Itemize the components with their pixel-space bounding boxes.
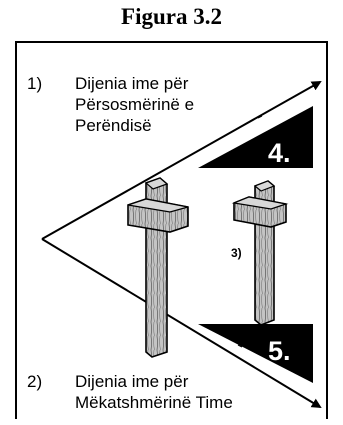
item2-line1: Dijenia ime për <box>75 372 189 391</box>
item1-number: 1) <box>27 74 43 93</box>
cross-left <box>127 177 189 358</box>
item1-line2: Përsosmërinë e <box>75 95 195 114</box>
item2-line2: Mëkatshmërinë Time <box>75 393 233 412</box>
item1-line1: Dijenia ime për <box>75 74 189 93</box>
banner-upper <box>198 106 313 168</box>
tick-upper <box>257 115 263 119</box>
figure-title: Figura 3.2 <box>121 4 222 29</box>
lower-arrow <box>41 238 322 409</box>
tick-lower <box>237 344 243 348</box>
middle-marker: 3) <box>231 246 242 260</box>
figure-frame <box>15 41 328 419</box>
banner-lower <box>198 324 313 383</box>
cross-right <box>231 180 289 326</box>
banner-lower-number: 5. <box>268 336 291 366</box>
banner-upper-number: 4. <box>268 138 291 168</box>
item1-line3: Perëndisë <box>75 116 152 135</box>
item2-number: 2) <box>27 372 43 391</box>
upper-arrow <box>41 81 322 240</box>
